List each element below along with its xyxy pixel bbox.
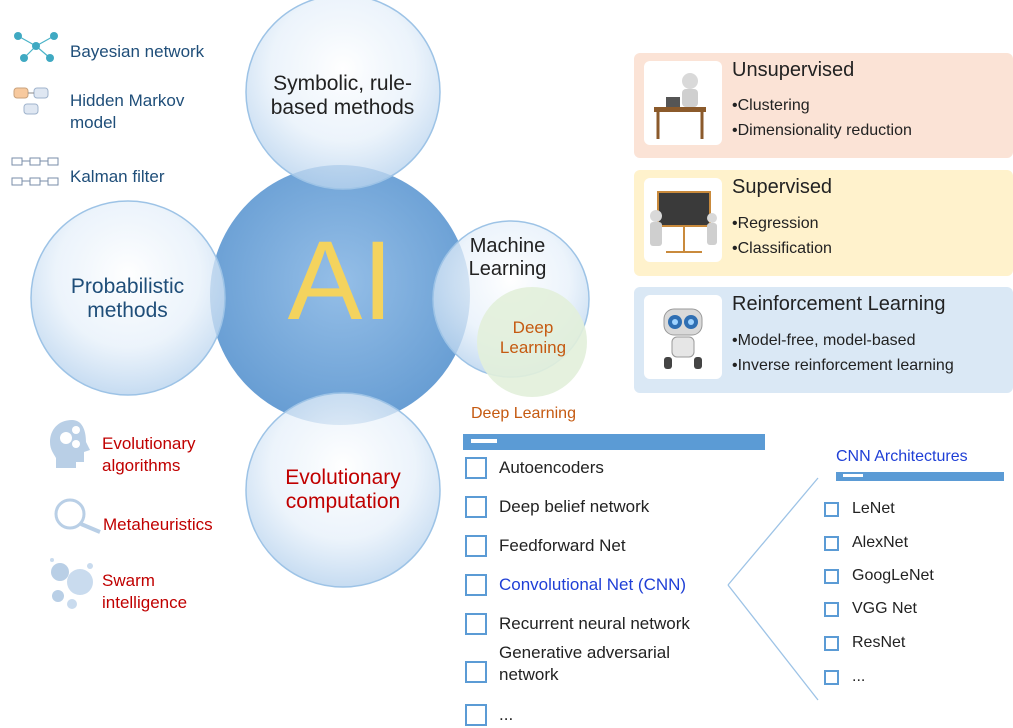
cnn-item-googlenet: GoogLeNet <box>824 567 934 585</box>
dl-item-label: Recurrent neural network <box>499 614 690 633</box>
dl-item-gan: Generative adversarial network <box>465 643 719 686</box>
card-supervised-title: Supervised <box>732 176 833 198</box>
markov-chain-icon <box>13 87 49 115</box>
deep-learning-circle-label: Deep Learning <box>499 318 567 357</box>
checkbox-icon <box>465 574 487 597</box>
network-graph-icon <box>14 32 58 62</box>
example-bayesian-network: Bayesian network <box>70 42 205 61</box>
cnn-connector-bottom <box>727 584 819 701</box>
card-unsupervised-bullet: •Dimensionality reduction <box>732 122 912 139</box>
checkbox-icon <box>824 501 839 517</box>
cnn-item-resnet: ResNet <box>824 634 905 652</box>
magnifier-icon <box>54 498 101 534</box>
cnn-architectures-title: CNN Architectures <box>836 448 968 465</box>
example-hidden-markov: Hidden Markov model <box>70 91 185 133</box>
card-reinforcement-title: Reinforcement Learning <box>732 293 946 315</box>
dl-item-autoencoders: Autoencoders <box>465 457 604 480</box>
card-supervised: Supervised •Regression •Classification <box>634 170 1013 276</box>
dl-item-label: ... <box>499 705 514 724</box>
cnn-item-label: AlexNet <box>852 534 909 551</box>
deep-learning-list-title: Deep Learning <box>471 405 576 422</box>
probabilistic-circle <box>30 200 226 396</box>
cnn-item-label: ... <box>852 668 866 685</box>
checkbox-icon <box>824 635 839 651</box>
checkbox-icon <box>465 496 487 519</box>
head-gears-icon <box>50 420 90 468</box>
evolutionary-label: Evolutionary computation <box>285 466 401 514</box>
dl-item-rnn: Recurrent neural network <box>465 613 690 636</box>
dl-item-label: Deep belief network <box>499 497 650 516</box>
cnn-item-label: ResNet <box>852 634 906 651</box>
dl-item-feedforward: Feedforward Net <box>465 535 626 558</box>
example-swarm-intelligence: Swarm intelligence <box>102 571 188 613</box>
example-metaheuristics: Metaheuristics <box>103 515 213 534</box>
dl-item-label: Autoencoders <box>499 458 604 477</box>
symbolic-label: Symbolic, rule-based methods <box>270 72 415 120</box>
dl-item-label: Feedforward Net <box>499 536 626 555</box>
cnn-item-label: LeNet <box>852 500 895 517</box>
checkbox-icon <box>465 457 487 480</box>
card-reinforcement: Reinforcement Learning •Model-free, mode… <box>634 287 1013 393</box>
checkbox-icon <box>465 704 487 727</box>
dl-header-bar <box>463 434 765 450</box>
cnn-header-bar <box>836 472 1004 481</box>
card-unsupervised-title: Unsupervised <box>732 59 855 81</box>
card-unsupervised-bullet: •Clustering <box>732 97 810 114</box>
machine-learning-label: Machine Learning <box>468 235 547 280</box>
checkbox-icon <box>824 535 839 551</box>
card-reinforcement-bullet: •Model-free, model-based <box>732 332 916 349</box>
bubbles-icon <box>50 558 93 609</box>
cnn-item-alexnet: AlexNet <box>824 534 908 552</box>
example-kalman-filter: Kalman filter <box>70 167 165 186</box>
dl-item-label: Generative adversarial network <box>499 643 671 685</box>
cnn-item-more: ... <box>824 668 865 686</box>
example-evolutionary-algorithms: Evolutionary algorithms <box>102 434 196 476</box>
dl-item-more: ... <box>465 704 514 727</box>
checkbox-icon <box>824 568 839 584</box>
robot-icon <box>663 308 703 369</box>
cnn-item-lenet: LeNet <box>824 500 895 518</box>
dl-item-cnn: Convolutional Net (CNN) <box>465 574 687 597</box>
card-unsupervised: Unsupervised •Clustering •Dimensionality… <box>634 53 1013 158</box>
checkbox-icon <box>824 669 839 685</box>
card-supervised-bullet: •Regression <box>732 215 819 232</box>
probabilistic-label: Probabilistic methods <box>70 275 185 323</box>
symbolic-circle <box>245 0 441 190</box>
dl-item-deep-belief: Deep belief network <box>465 496 650 519</box>
checkbox-icon <box>465 613 487 636</box>
deep-learning-circle <box>477 287 587 397</box>
cnn-item-label: VGG Net <box>852 600 917 617</box>
ai-center-circle <box>210 165 470 425</box>
checkbox-icon <box>824 601 839 617</box>
ai-label: AI <box>287 218 394 343</box>
person-at-desk-icon <box>654 73 706 139</box>
cnn-connector-top <box>727 477 819 586</box>
card-supervised-bullet: •Classification <box>732 240 832 257</box>
cnn-item-vggnet: VGG Net <box>824 600 917 618</box>
cnn-item-label: GoogLeNet <box>852 567 934 584</box>
evolutionary-circle <box>245 392 441 588</box>
checkbox-icon <box>465 661 487 684</box>
dl-item-label: Convolutional Net (CNN) <box>499 575 687 594</box>
card-reinforcement-bullet: •Inverse reinforcement learning <box>732 357 954 374</box>
checkbox-icon <box>465 535 487 558</box>
teacher-blackboard-icon <box>650 191 717 253</box>
block-diagram-icon <box>11 157 59 186</box>
